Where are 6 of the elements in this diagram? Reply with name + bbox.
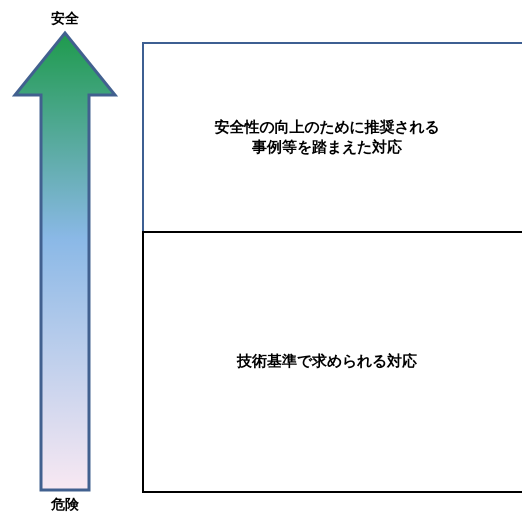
text-box bbox=[142, 231, 522, 493]
text-box bbox=[142, 42, 522, 233]
box-text: 安全性の向上のために推奨される事例等を踏まえた対応 bbox=[214, 118, 440, 157]
scale-label: 危険 bbox=[51, 496, 79, 514]
scale-label: 安全 bbox=[51, 10, 79, 28]
box-text: 技術基準で求められる対応 bbox=[236, 352, 418, 372]
